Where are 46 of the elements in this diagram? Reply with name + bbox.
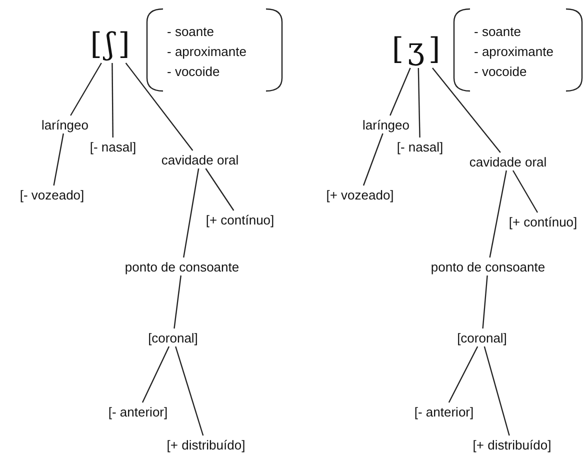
feature-text: - vocoide — [167, 63, 221, 81]
feature-text: - vocoide — [474, 63, 528, 81]
tree-node-label: [coronal] — [457, 330, 507, 346]
tree-branch — [183, 168, 200, 258]
tree-node-label: [- anterior] — [108, 404, 168, 420]
tree-branch — [489, 170, 507, 258]
tree-node-label: ponto de consoante — [430, 260, 546, 274]
tree-node-label: [+ distribuído] — [166, 438, 246, 452]
tree-node-label: cavidade oral — [469, 154, 547, 170]
tree-node-label: [+ vozeado] — [326, 188, 394, 202]
feature-text: - aproximante — [167, 43, 246, 61]
tree-branch — [175, 346, 204, 436]
tree-branch — [174, 275, 182, 329]
tree-node-label: [+ distribuído] — [472, 438, 552, 452]
tree-branch — [205, 168, 234, 211]
tree-node-label: [+ contínuo] — [206, 212, 274, 228]
tree-branch — [125, 62, 194, 151]
tree-node-label: [- nasal] — [90, 140, 136, 154]
tree-branch — [70, 62, 102, 116]
tree-node-label: [- vozeado] — [20, 188, 84, 202]
tree-branch — [432, 68, 501, 153]
tree-branch — [482, 275, 488, 329]
tree-branch — [390, 68, 411, 116]
tree-node-label: laríngeo — [362, 118, 410, 132]
tree-branch — [484, 346, 510, 436]
phonetic-symbol: [ʃ] — [90, 28, 134, 62]
tree-node-label: laríngeo — [42, 118, 88, 132]
tree-branch — [362, 133, 384, 186]
tree-branch — [142, 346, 170, 403]
feature-matrix — [145, 8, 284, 92]
feature-text: - soante — [474, 23, 522, 41]
phonetic-symbol: [ʒ] — [392, 33, 444, 67]
tree-branch — [512, 170, 538, 213]
tree-node-label: [+ contínuo] — [508, 214, 578, 230]
tree-branch — [448, 346, 478, 403]
tree-branch — [53, 133, 64, 186]
tree-node-label: ponto de consoante — [124, 260, 240, 274]
tree-branch — [418, 68, 420, 138]
tree-branch — [112, 63, 114, 138]
feature-matrix — [452, 8, 584, 92]
tree-node-label: [- nasal] — [396, 140, 444, 154]
tree-node-label: [coronal] — [148, 330, 198, 346]
tree-node-label: cavidade oral — [161, 152, 239, 168]
tree-node-label: [- anterior] — [414, 404, 474, 420]
feature-text: - soante — [167, 23, 215, 41]
feature-text: - aproximante — [474, 43, 554, 61]
